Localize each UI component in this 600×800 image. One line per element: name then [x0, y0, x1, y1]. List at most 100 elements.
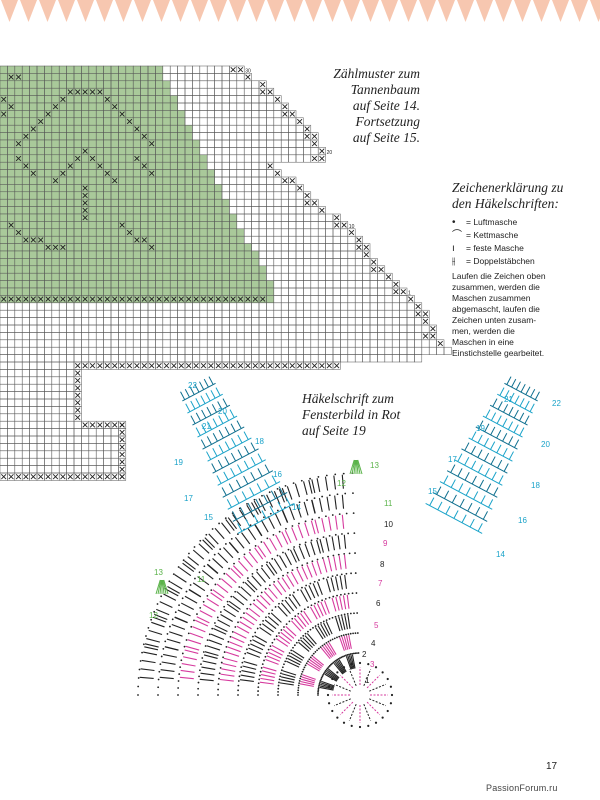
ray-stitch	[503, 404, 509, 413]
stitch	[202, 660, 217, 665]
chain-dot	[237, 694, 239, 696]
chain-dot	[217, 688, 220, 691]
chain-dot	[244, 652, 247, 655]
chain-dot	[141, 651, 143, 654]
chain-dot	[278, 678, 281, 681]
chain-dot	[313, 497, 316, 500]
chain-dot	[324, 515, 327, 518]
chain-dot	[322, 536, 325, 539]
ray-stitch	[496, 415, 502, 424]
ray-stitch	[190, 415, 196, 424]
diagram-row-number: 8	[380, 560, 385, 569]
stitch	[244, 581, 256, 593]
stitch	[294, 483, 301, 498]
ray-stitch	[205, 392, 211, 402]
chain-dot	[297, 612, 300, 615]
ray-stitch	[485, 409, 491, 418]
border-triangle	[552, 0, 569, 22]
stitch	[177, 609, 191, 617]
ray-stitch	[253, 514, 259, 523]
ray-stitch	[513, 409, 519, 419]
chain-dot	[177, 566, 180, 568]
stitch	[222, 662, 237, 668]
center-stitch	[366, 701, 381, 716]
chain-dot	[223, 572, 226, 575]
ray-stitch	[490, 441, 496, 450]
chain-dot	[196, 613, 198, 615]
chain-dot	[197, 687, 200, 690]
chain-dot	[271, 641, 274, 644]
chain-dot	[199, 606, 202, 609]
ray-stitch	[458, 483, 464, 492]
ray-stitch	[445, 505, 451, 515]
stitch	[281, 577, 291, 590]
chain-dot	[180, 659, 183, 662]
stitch	[212, 589, 225, 599]
caption-line: auf Seite 14.	[352, 98, 420, 113]
ray-stitch	[520, 383, 526, 393]
stitch	[273, 558, 283, 571]
chain-dot	[159, 663, 162, 665]
chain-dot	[278, 602, 280, 605]
stitch	[228, 600, 241, 610]
chain-dot	[354, 652, 357, 655]
center-stitch	[369, 683, 387, 692]
ray-stitch	[222, 398, 228, 407]
stitch	[146, 638, 161, 643]
chain-dot	[257, 686, 260, 689]
ray-stitch	[492, 398, 498, 407]
stitch	[251, 575, 262, 587]
stitch	[171, 623, 186, 630]
ray-stitch	[482, 511, 488, 520]
legend-item: ⫲= Doppelstäbchen	[452, 255, 592, 268]
legend-note-line: Zeichen unten zusam-	[452, 315, 537, 325]
ray-stitch-bar	[207, 437, 252, 462]
chain-dot	[331, 638, 334, 641]
green-fill-row	[0, 110, 185, 118]
chain-dot	[217, 694, 219, 696]
chain-dot	[312, 652, 315, 655]
green-fill-row	[0, 236, 245, 244]
center-stitch	[333, 683, 351, 692]
stitch	[188, 588, 202, 598]
stitch	[298, 545, 305, 560]
ray-stitch	[237, 449, 243, 458]
chain-dot	[351, 592, 354, 595]
chain-dot	[142, 643, 145, 646]
chain-dot	[343, 593, 346, 596]
stitch	[144, 646, 159, 651]
chain-dot	[178, 604, 180, 607]
ray-stitch	[224, 456, 230, 465]
stitch	[263, 541, 272, 554]
ray-stitch	[453, 510, 459, 519]
ray-stitch	[264, 464, 270, 473]
chain-dot	[318, 682, 321, 685]
chain-dot	[285, 657, 288, 660]
chain-dot	[243, 612, 245, 615]
stitch	[236, 625, 250, 634]
chain-dot	[292, 646, 294, 649]
legend-note: Laufen die Zeichen oben zusammen, werden…	[452, 271, 592, 359]
chain-dot	[241, 661, 244, 664]
diagram-row-number: 5	[374, 621, 379, 630]
ray-stitch	[477, 523, 483, 532]
ray-stitch	[444, 490, 450, 499]
chain-dot	[260, 541, 263, 543]
chain-dot	[328, 534, 331, 537]
border-triangle	[96, 0, 113, 22]
chain-dot	[185, 590, 188, 593]
stitch	[259, 681, 274, 685]
stitch	[312, 583, 320, 597]
chain-dot	[304, 664, 307, 667]
chain-dot	[276, 487, 279, 490]
chain-dot	[344, 492, 347, 495]
border-triangle	[115, 0, 132, 22]
diagram-row-number: 13	[370, 461, 379, 470]
chain-dot	[307, 660, 309, 663]
ray-stitch	[264, 479, 270, 488]
chain-dot	[137, 694, 139, 696]
stitch	[344, 574, 348, 589]
legend-title: Zeichenerklärung zu den Häkelschriften:	[452, 180, 592, 212]
stitch	[303, 610, 312, 624]
